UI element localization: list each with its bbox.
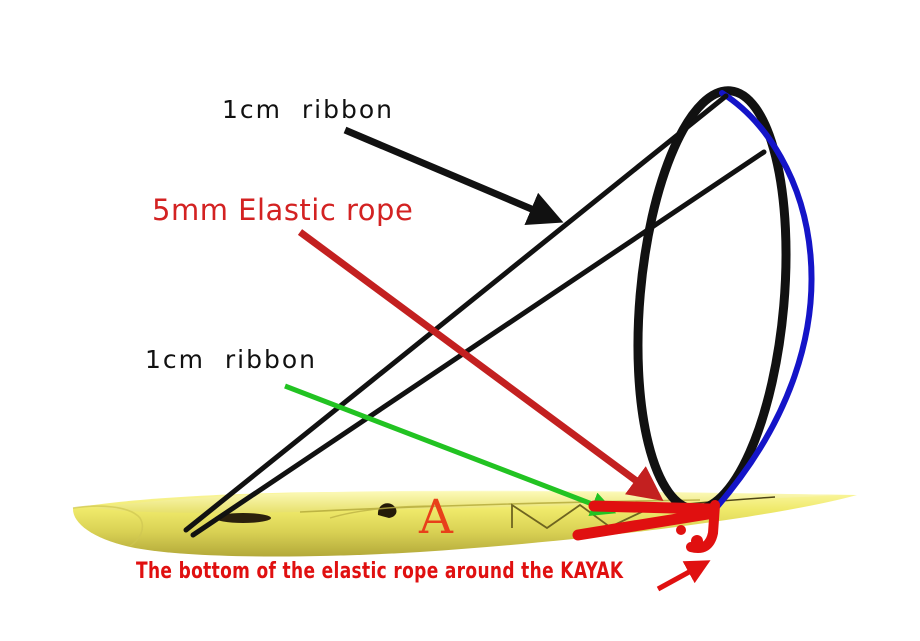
- ribbon-line-upper: [183, 93, 729, 533]
- label-ribbon-lower: 1cm ribbon: [145, 345, 317, 374]
- elastic-rope-lower-bar: [572, 508, 714, 541]
- elastic-rope-upper-bar: [588, 500, 718, 515]
- label-elastic-rope: 5mm Elastic rope: [152, 193, 414, 227]
- ribbon-line-lower: [190, 149, 767, 538]
- label-point-a: A: [419, 490, 453, 545]
- red-dot-2: [691, 535, 703, 547]
- elastic-rope-callout-arrow: [297, 229, 664, 501]
- label-caption: The bottom of the elastic rope around th…: [136, 559, 624, 584]
- ribbon-lower-callout-arrow: [284, 383, 617, 517]
- kayak-cockpit-rim: [329, 505, 441, 519]
- blue-rope-arc: [713, 90, 815, 511]
- kayak-bow-edge: [72, 505, 144, 547]
- elastic-rope-hook: [686, 500, 720, 553]
- ribbon-callout-arrow: [343, 126, 564, 226]
- caption-pointer-arrow: [656, 560, 711, 592]
- label-ribbon-top: 1cm ribbon: [222, 95, 394, 124]
- kayak-deck-hatch-icon: [215, 513, 271, 523]
- red-dot-1: [676, 525, 686, 535]
- kayak-cockpit-icon: [377, 503, 397, 518]
